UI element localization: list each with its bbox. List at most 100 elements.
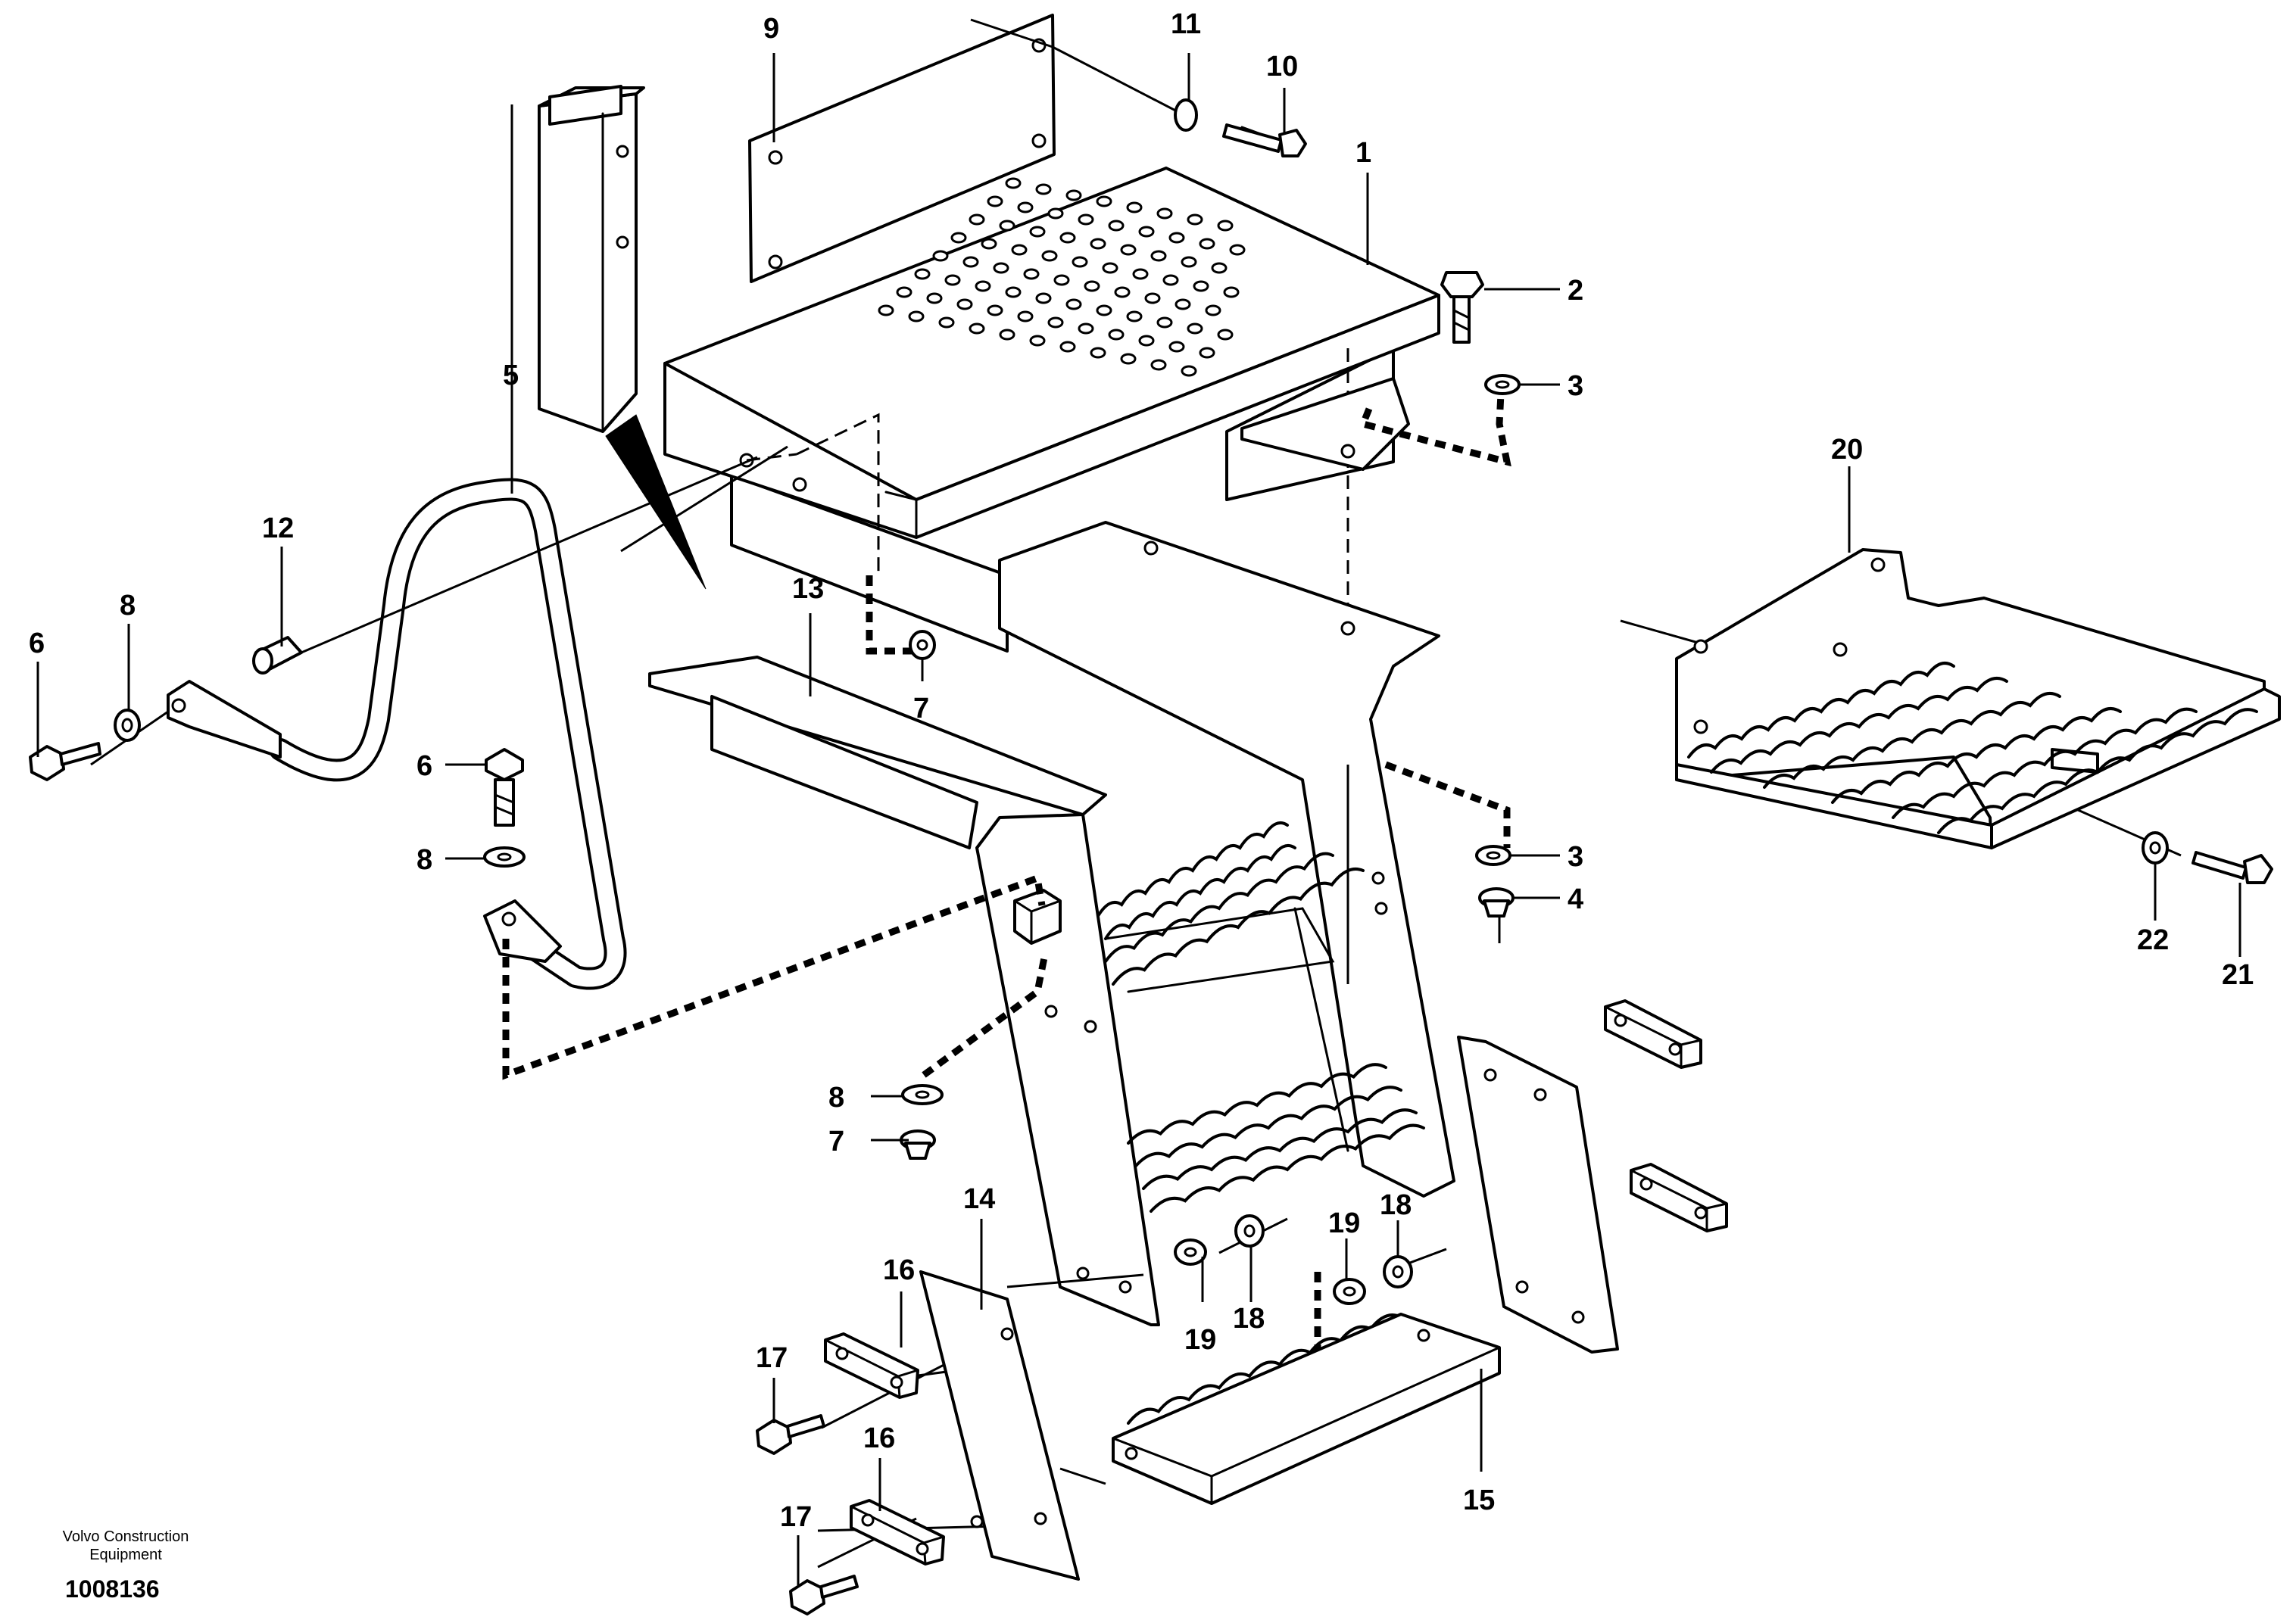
perforation-hole bbox=[1156, 207, 1173, 220]
callout-21: 21 bbox=[2222, 959, 2254, 991]
callout-labels: 1 2 3 3 4 5 6 6 7 7 8 8 8 9 10 11 12 13 … bbox=[29, 8, 2254, 1533]
perforation-hole bbox=[878, 304, 894, 316]
callout-17-upper: 17 bbox=[756, 1342, 788, 1374]
perforation-hole bbox=[1217, 329, 1234, 341]
callout-6-middle: 6 bbox=[416, 750, 432, 782]
grip-rib bbox=[1127, 1063, 1387, 1145]
perforation-hole bbox=[1047, 316, 1064, 329]
grip-rib bbox=[1710, 677, 2008, 774]
perforation-hole bbox=[987, 195, 1003, 207]
callout-1: 1 bbox=[1355, 137, 1371, 169]
perforation-hole bbox=[1065, 189, 1082, 201]
perforation-hole bbox=[1029, 335, 1046, 347]
perforation-hole bbox=[1181, 256, 1197, 268]
perforation-hole bbox=[1193, 280, 1209, 292]
perforation-hole bbox=[1078, 213, 1094, 226]
callout-20: 20 bbox=[1831, 434, 1863, 466]
callout-9: 9 bbox=[763, 13, 779, 45]
side-step-grip-ribs bbox=[1687, 662, 2258, 834]
part-16-bar-lower bbox=[850, 1499, 945, 1566]
part-15-step bbox=[1112, 1313, 1501, 1505]
part-17-bolt-upper bbox=[756, 1414, 825, 1455]
perforation-hole bbox=[1108, 220, 1125, 232]
part-20-side-step bbox=[1675, 548, 2281, 849]
part-11-washer bbox=[1052, 45, 1198, 132]
perforation-hole bbox=[956, 298, 973, 310]
perforation-hole bbox=[1017, 310, 1034, 322]
perforation-hole bbox=[1090, 347, 1106, 359]
perforation-hole bbox=[950, 232, 967, 244]
grip-rib bbox=[1097, 821, 1289, 918]
callout-18-right: 18 bbox=[1380, 1189, 1412, 1221]
grip-rib bbox=[1937, 708, 2258, 834]
perforation-hole bbox=[1065, 298, 1082, 310]
perforation-hole bbox=[1084, 280, 1100, 292]
perforation-hole bbox=[1168, 232, 1185, 244]
part-10-bolt bbox=[1222, 123, 1307, 157]
brand-line-1: Volvo Construction bbox=[63, 1528, 189, 1545]
perforation-hole bbox=[962, 256, 979, 268]
grip-rib bbox=[1150, 1123, 1425, 1213]
part-8-washer-bottom bbox=[901, 1084, 944, 1105]
callout-8-left: 8 bbox=[120, 590, 136, 622]
callout-19-right: 19 bbox=[1328, 1207, 1360, 1239]
perforation-hole bbox=[1205, 304, 1221, 316]
part-12-spacer bbox=[252, 636, 303, 675]
perforation-hole bbox=[1211, 262, 1228, 274]
grip-rib bbox=[1892, 707, 2198, 819]
grip-rib bbox=[1687, 662, 1955, 759]
perforation-hole bbox=[1035, 292, 1052, 304]
callout-8-middle: 8 bbox=[416, 844, 432, 876]
perforation-hole bbox=[908, 310, 925, 322]
perforation-hole bbox=[1126, 201, 1143, 213]
callout-13: 13 bbox=[792, 573, 824, 605]
part-19-washer-right bbox=[1333, 1278, 1366, 1305]
part-18-washer-left bbox=[1234, 1214, 1265, 1248]
perforation-hole bbox=[999, 220, 1015, 232]
perforation-hole bbox=[1162, 274, 1179, 286]
grip-rib bbox=[1763, 692, 2061, 789]
perforation-hole bbox=[1229, 244, 1246, 256]
perforation-hole bbox=[1053, 274, 1070, 286]
callout-16-upper: 16 bbox=[883, 1254, 915, 1286]
grip-rib bbox=[1134, 1086, 1402, 1167]
perforation-hole bbox=[896, 286, 912, 298]
callout-15: 15 bbox=[1463, 1485, 1495, 1516]
callout-8-bottom: 8 bbox=[828, 1082, 844, 1114]
perforation-hole bbox=[1199, 238, 1215, 250]
part-3-washer-top bbox=[1484, 374, 1521, 395]
part-6-bolt-left bbox=[29, 742, 101, 781]
perforation-hole bbox=[999, 329, 1015, 341]
part-5-handrail bbox=[167, 478, 627, 990]
grip-rib bbox=[1831, 707, 2122, 804]
perforation-hole bbox=[1047, 207, 1064, 220]
perforation-hole bbox=[1138, 226, 1155, 238]
perforation-hole bbox=[1108, 329, 1125, 341]
perforation-hole bbox=[1175, 298, 1191, 310]
grip-rib bbox=[1127, 1313, 1402, 1425]
perforation-hole bbox=[926, 292, 943, 304]
perforation-hole bbox=[1005, 177, 1022, 189]
perforation-hole bbox=[1120, 353, 1137, 365]
callout-3-bottom: 3 bbox=[1568, 841, 1583, 873]
part-13-ladder-frame bbox=[648, 521, 1455, 1326]
frame-spacer bbox=[1013, 889, 1062, 945]
perforation-hole bbox=[1023, 268, 1040, 280]
perforation-hole bbox=[1059, 341, 1076, 353]
callout-leaders bbox=[36, 53, 2241, 1585]
callout-7-bottom: 7 bbox=[828, 1126, 844, 1157]
part-19-washer-left bbox=[1174, 1238, 1207, 1266]
perforation-hole bbox=[1138, 335, 1155, 347]
part-7-nut-top bbox=[909, 630, 936, 660]
callout-10: 10 bbox=[1266, 51, 1298, 83]
bar-right-upper bbox=[1604, 999, 1702, 1069]
perforation-hole bbox=[1181, 365, 1197, 377]
part-7-nut-bottom bbox=[900, 1129, 936, 1160]
perforation-hole bbox=[914, 268, 931, 280]
grip-rib bbox=[1104, 844, 1296, 940]
part-6-bolt-middle bbox=[485, 748, 524, 827]
callout-12: 12 bbox=[262, 513, 294, 544]
callout-11: 11 bbox=[1171, 8, 1201, 40]
perforation-hole bbox=[987, 304, 1003, 316]
callout-19-left: 19 bbox=[1184, 1324, 1216, 1356]
